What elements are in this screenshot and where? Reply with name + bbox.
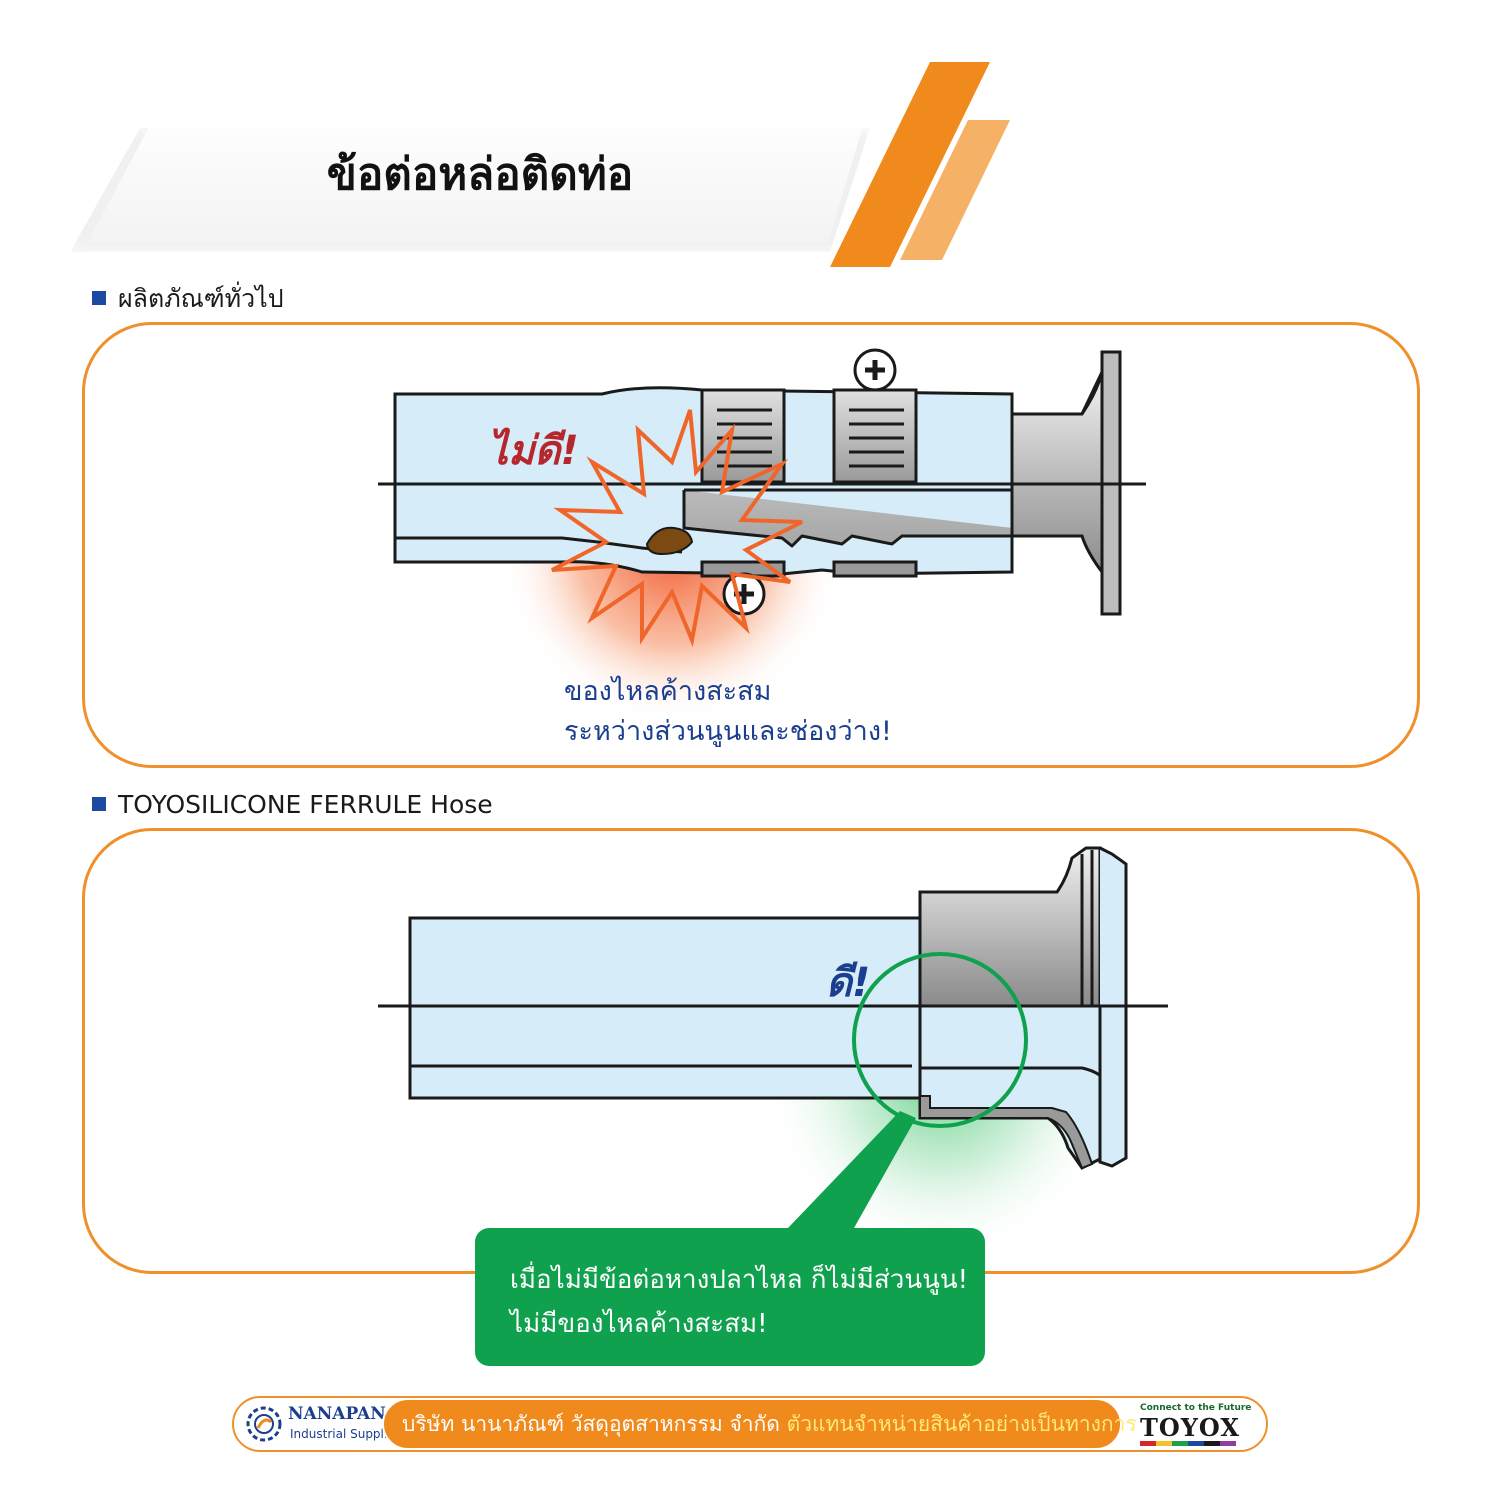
page-title: ข้อต่อหล่อติดท่อ bbox=[326, 149, 634, 200]
diagram-ferrule-hose bbox=[378, 846, 1168, 1258]
nanapan-logo-icon bbox=[246, 1406, 282, 1442]
good-note-line1: เมื่อไม่มีข้อต่อหางปลาไหล ก็ไม่มีส่วนนูน… bbox=[510, 1265, 969, 1295]
title-banner bbox=[88, 110, 868, 242]
callout-pointer bbox=[788, 1111, 916, 1228]
good-label: ดี! bbox=[826, 960, 871, 1006]
residue-note-line1: ของไหลค้างสะสม bbox=[564, 676, 772, 707]
clamp-band-right bbox=[832, 388, 918, 484]
screw-bottom-icon bbox=[722, 572, 766, 616]
section-bullet bbox=[92, 291, 106, 305]
section-heading-ferrule: TOYOSILICONE FERRULE Hose bbox=[118, 790, 493, 819]
section-bullet bbox=[92, 797, 106, 811]
highlight-circle bbox=[852, 952, 1028, 1128]
ferrule-lower-lip bbox=[919, 1095, 1094, 1170]
clamp-band-bottom-right bbox=[832, 560, 918, 578]
good-note-line2: ไม่มีของไหลค้างสะสม! bbox=[510, 1309, 768, 1339]
ferrule-flange-lines bbox=[1080, 850, 1094, 1006]
company-name: บริษัท นานาภัณฑ์ วัสดุอุตสาหกรรม จำกัด bbox=[402, 1412, 780, 1436]
diagram-general-product bbox=[378, 348, 1146, 722]
toyox-tagline: Connect to the Future bbox=[1140, 1403, 1252, 1413]
section-heading-general: ผลิตภัณฑ์ทั่วไป bbox=[118, 284, 284, 313]
residue-note-line2: ระหว่างส่วนนูนและช่องว่าง! bbox=[564, 716, 892, 747]
clamp-slots-right bbox=[849, 408, 904, 468]
nanapan-brand-sub: Industrial Supplies bbox=[290, 1427, 401, 1441]
residue-blob bbox=[645, 526, 694, 556]
fitting-body bbox=[1010, 371, 1104, 577]
warning-starburst bbox=[551, 409, 803, 647]
good-note-box bbox=[475, 1228, 985, 1366]
footer-company-pill bbox=[382, 1398, 1122, 1450]
screw-top-icon bbox=[853, 348, 897, 392]
ferrule-fitting bbox=[918, 846, 1102, 1008]
bad-label: ไม่ดี! bbox=[488, 428, 579, 474]
toyox-color-stripe bbox=[1140, 1441, 1236, 1446]
official-dealer-text: ตัวแทนจำหน่ายสินค้าอย่างเป็นทางการ bbox=[786, 1412, 1137, 1436]
toyox-logo-text: TOYOX bbox=[1140, 1413, 1241, 1442]
nanapan-brand-name: NANAPAN bbox=[288, 1404, 386, 1424]
footer-company-text: บริษัท นานาภัณฑ์ วัสดุอุตสาหกรรม จำกัด ต… bbox=[402, 1398, 1137, 1450]
